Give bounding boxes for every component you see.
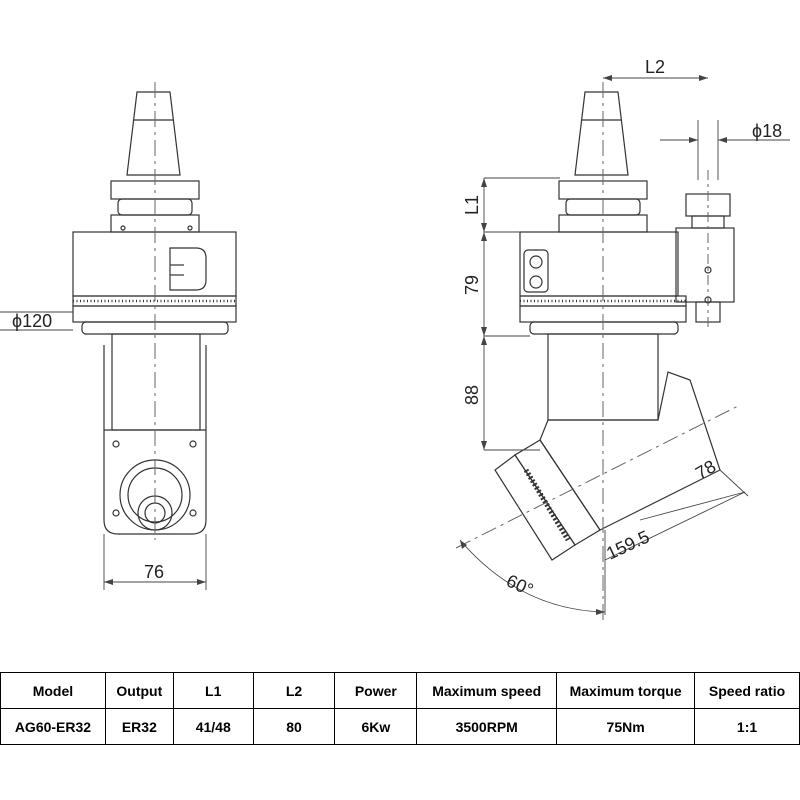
table-header-row: Model Output L1 L2 Power Maximum speed M… (0, 672, 800, 709)
cell-max-speed: 3500RPM (416, 708, 558, 745)
dim-88: 88 (462, 385, 482, 405)
technical-drawing: ϕ120 76 L2 ϕ18 L1 79 88 78 159.5 60° (0, 57, 790, 620)
dim-diameter-120: ϕ120 (12, 311, 52, 331)
cell-output: ER32 (104, 708, 174, 745)
dim-width-76: 76 (144, 562, 164, 582)
header-power: Power (334, 672, 418, 709)
specs-table: Model Output L1 L2 Power Maximum speed M… (0, 672, 800, 745)
header-output: Output (104, 672, 174, 709)
front-neck (111, 333, 201, 431)
dim-l1: L1 (462, 195, 482, 215)
cell-model: AG60-ER32 (0, 708, 106, 745)
header-model: Model (0, 672, 106, 709)
cell-max-torque: 75Nm (556, 708, 696, 745)
dim-l2: L2 (645, 57, 665, 77)
cell-l2: 80 (252, 708, 336, 745)
table-row: AG60-ER32 ER32 41/48 80 6Kw 3500RPM 75Nm… (0, 708, 800, 745)
dim-79: 79 (462, 275, 482, 295)
dim-diameter-18: ϕ18 (752, 121, 782, 141)
angled-output-body (514, 439, 601, 546)
side-housing (519, 231, 679, 297)
dim-159-5: 159.5 (603, 526, 652, 563)
front-taper-shank (126, 91, 181, 176)
header-max-speed: Maximum speed (416, 672, 558, 709)
side-view (455, 75, 790, 620)
dim-78: 78 (692, 456, 719, 483)
header-speed-ratio: Speed ratio (694, 672, 800, 709)
cell-l1: 41/48 (172, 708, 254, 745)
front-lock-block (169, 247, 207, 291)
header-max-torque: Maximum torque (556, 672, 696, 709)
front-view (0, 82, 237, 590)
header-l2: L2 (252, 672, 336, 709)
side-taper-shank (574, 91, 629, 176)
front-collet-head (103, 429, 207, 535)
angled-collet (494, 454, 576, 561)
cell-speed-ratio: 1:1 (694, 708, 800, 745)
header-l1: L1 (172, 672, 254, 709)
cell-power: 6Kw (334, 708, 418, 745)
